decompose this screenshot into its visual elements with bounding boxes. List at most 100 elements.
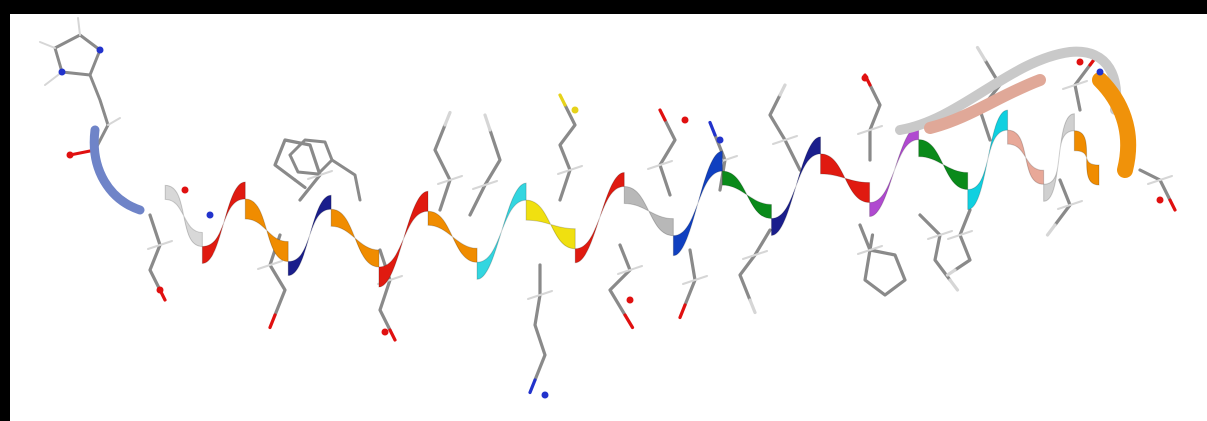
hydrogen-bond — [947, 234, 961, 240]
hydrogen-bond — [927, 234, 941, 240]
helix-segment — [623, 185, 674, 237]
helix-segment — [1043, 113, 1075, 202]
hydrogen-bond — [784, 135, 798, 141]
hydrogen-bond — [319, 170, 333, 176]
hydrogen-bond — [857, 129, 871, 135]
hydrogen-bond — [959, 230, 973, 236]
helix-segment — [574, 171, 625, 264]
side-chain — [868, 83, 882, 162]
hydrogen-bond — [1074, 80, 1088, 86]
hydrogen-bond — [269, 260, 283, 266]
atom — [66, 151, 74, 159]
atom — [96, 46, 104, 54]
hydrogen-bond — [869, 125, 883, 131]
side-chain — [1138, 168, 1172, 202]
hydrogen-bond — [772, 139, 786, 145]
helix-segment — [201, 181, 246, 264]
hydrogen-bond — [869, 245, 883, 251]
terminal-bond — [483, 113, 492, 132]
helix-segment — [476, 182, 527, 280]
side-chain — [148, 213, 162, 292]
helix-segment — [244, 198, 289, 263]
molecule-viewport[interactable] — [10, 14, 1207, 421]
helix-segment — [869, 125, 920, 218]
terminal-bond — [748, 298, 757, 315]
hydrogen-bond — [77, 17, 81, 36]
terminal-bond — [778, 83, 787, 97]
terminal-bond — [678, 303, 687, 320]
hydrogen-bond — [1147, 179, 1161, 185]
hydrogen-bond — [159, 240, 173, 246]
atom — [181, 186, 189, 194]
terminal-bond — [975, 45, 987, 62]
hydrogen-bond — [659, 160, 673, 166]
hydrogen-bond — [629, 265, 643, 271]
hydrogen-bond — [754, 250, 768, 256]
hydrogen-bond — [1069, 200, 1083, 206]
hydrogen-bond — [724, 155, 738, 161]
terminal-bond — [293, 178, 307, 190]
terminal-bond — [948, 278, 960, 292]
terminal-bond — [708, 120, 717, 137]
hydrogen-bond — [389, 275, 403, 281]
side-chain — [533, 263, 547, 382]
coil-segment — [895, 46, 1122, 135]
hydrogen-bond — [617, 269, 631, 275]
terminal-bond — [623, 313, 635, 330]
helix-segment — [287, 194, 332, 277]
hydrogen-bond — [742, 254, 756, 260]
hydrogen-bond — [257, 264, 271, 270]
terminal-bond — [528, 378, 537, 395]
helix-segment — [721, 170, 772, 219]
terminal-bond — [945, 268, 957, 277]
helix-segment — [770, 136, 822, 236]
imidazole-ring — [53, 33, 102, 77]
hydrogen-bond — [694, 275, 708, 281]
coil-segment — [89, 125, 145, 215]
atom — [541, 391, 549, 399]
atom — [681, 116, 689, 124]
helix-segment — [164, 184, 203, 247]
terminal-bond — [268, 313, 277, 330]
side-chain — [683, 248, 697, 307]
helix-segment — [525, 199, 576, 250]
hydrogen-bond — [857, 249, 871, 255]
side-chain — [1053, 178, 1072, 227]
heteroatoms — [58, 46, 1164, 399]
terminal-bond — [1168, 198, 1177, 212]
helix-segment — [378, 190, 429, 288]
helix-segment — [820, 153, 871, 204]
hydrogen-bond — [437, 179, 451, 185]
atom — [571, 106, 579, 114]
side-chain — [378, 248, 392, 332]
hydrogen-bond — [449, 175, 463, 181]
side-chain — [433, 123, 452, 212]
helix-segment — [672, 150, 723, 257]
hydrogen-bond — [647, 164, 661, 170]
atom — [206, 211, 214, 219]
terminal-bond — [558, 93, 567, 107]
terminal-bond — [443, 110, 452, 127]
atom — [1156, 196, 1164, 204]
helix-segment — [1073, 130, 1100, 186]
hydrogen-bond — [107, 117, 121, 126]
hydrogen-bond — [39, 41, 56, 49]
atom — [861, 74, 869, 82]
terminal-bond — [868, 233, 875, 252]
atom — [1096, 68, 1104, 76]
hydrogen-bond — [147, 244, 161, 250]
side-chain — [658, 118, 677, 197]
molecule-canvas — [39, 17, 1177, 399]
hydrogen-bond — [1062, 84, 1076, 90]
helix-segment — [427, 210, 478, 263]
phenyl-linker — [330, 158, 362, 202]
hydrogen-bond — [307, 174, 321, 180]
terminal-bond — [388, 328, 397, 342]
terminal-bond — [658, 108, 667, 122]
side-chain — [918, 213, 952, 282]
helix-segment — [1007, 129, 1045, 185]
helix-segment — [967, 109, 1009, 211]
atom — [716, 136, 724, 144]
side-chain — [1073, 63, 1092, 112]
